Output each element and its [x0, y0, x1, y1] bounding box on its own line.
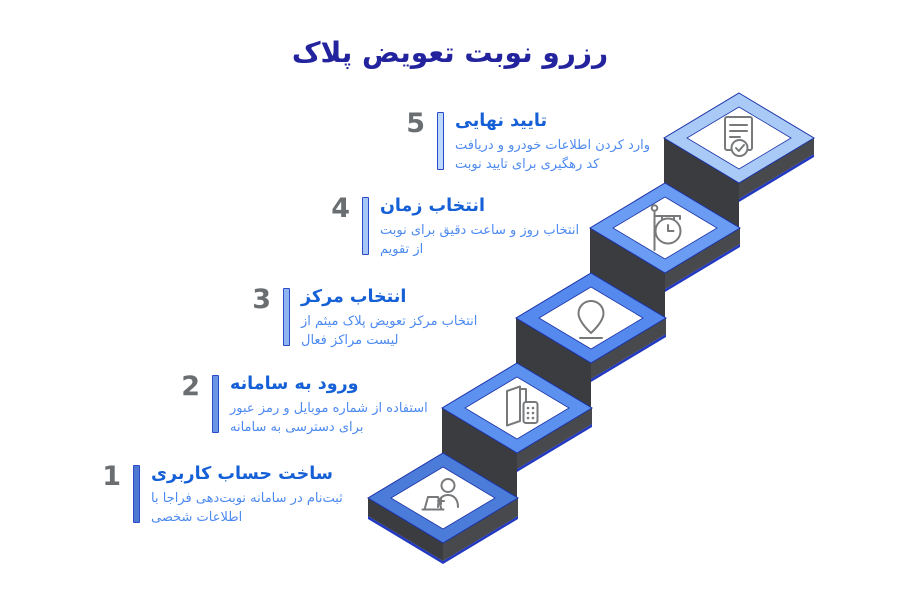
- step-4-platform: [589, 182, 741, 322]
- document-check-icon: [724, 116, 753, 157]
- step-text-block: انتخاب زمان انتخاب روز و ساعت دقیق برای …: [380, 195, 592, 259]
- step-number: 2: [181, 371, 200, 402]
- page-title: رزرو نوبت تعویض پلاک: [291, 36, 609, 69]
- step-text-block: ساخت حساب کاربری ثبت‌نام در سامانه نوبت‌…: [151, 463, 363, 527]
- step-title: انتخاب مرکز: [301, 287, 407, 307]
- step-description: وارد کردن اطلاعات خودرو و دریافت کد رهگی…: [455, 138, 650, 172]
- step-row-1: 1 ساخت حساب کاربری ثبت‌نام در سامانه نوب…: [81, 461, 363, 527]
- step-accent-bar: [133, 465, 140, 523]
- step-3-platform: [515, 272, 667, 412]
- door-keypad-icon: [506, 385, 539, 427]
- hanging-clock-icon: [650, 204, 682, 251]
- step-row-4: 4 انتخاب زمان انتخاب روز و ساعت دقیق برا…: [310, 193, 592, 259]
- step-accent-bar: [362, 197, 369, 255]
- step-number: 4: [331, 193, 350, 224]
- person-laptop-plus-icon: [421, 478, 459, 511]
- step-description: انتخاب مرکز تعویض پلاک میثم از لیست مراک…: [301, 314, 478, 348]
- step-row-3: 3 انتخاب مرکز انتخاب مرکز تعویض پلاک میث…: [231, 284, 513, 350]
- step-accent-bar: [437, 112, 444, 170]
- step-1-platform: [367, 452, 519, 564]
- step-title: تایید نهایی: [455, 111, 548, 131]
- step-5-platform: [663, 92, 815, 232]
- step-description: ثبت‌نام در سامانه نوبت‌دهی فراجا با اطلا…: [151, 491, 343, 525]
- step-text-block: ورود به سامانه استفاده از شماره موبایل و…: [230, 373, 442, 437]
- step-title: انتخاب زمان: [380, 196, 485, 216]
- step-row-5: 5 تایید نهایی وارد کردن اطلاعات خودرو و …: [385, 108, 667, 174]
- step-description: انتخاب روز و ساعت دقیق برای نوبت از تقوی…: [380, 223, 580, 257]
- step-2-platform: [441, 362, 593, 502]
- step-title: ورود به سامانه: [230, 374, 359, 394]
- location-pin-icon: [577, 300, 605, 339]
- step-accent-bar: [283, 288, 290, 346]
- step-text-block: تایید نهایی وارد کردن اطلاعات خودرو و در…: [455, 110, 667, 174]
- step-number: 5: [406, 108, 425, 139]
- step-title: ساخت حساب کاربری: [151, 464, 333, 484]
- step-row-2: 2 ورود به سامانه استفاده از شماره موبایل…: [160, 371, 442, 437]
- step-description: استفاده از شماره موبایل و رمز عبور برای …: [230, 401, 428, 435]
- step-text-block: انتخاب مرکز انتخاب مرکز تعویض پلاک میثم …: [301, 286, 513, 350]
- step-accent-bar: [212, 375, 219, 433]
- step-number: 1: [102, 461, 121, 492]
- step-number: 3: [252, 284, 271, 315]
